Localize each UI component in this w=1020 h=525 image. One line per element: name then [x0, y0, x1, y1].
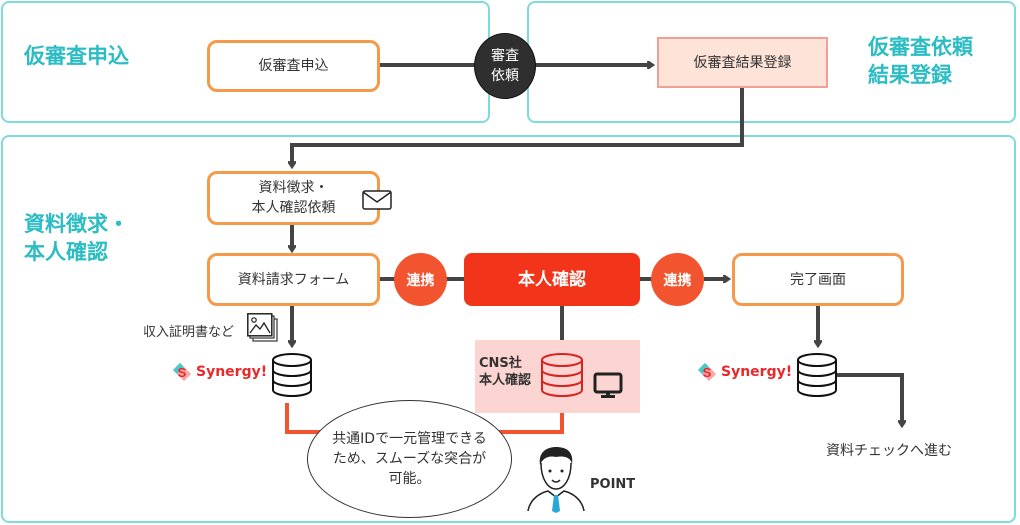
- section-title-line: 本人確認: [24, 240, 108, 264]
- point-bubble: 共通IDで一元管理できるため、スムーズな突合が可能。: [307, 400, 512, 518]
- person-icon: [527, 447, 585, 513]
- image-stack-icon: [247, 313, 278, 342]
- income-docs-label: 収入証明書など: [143, 325, 235, 340]
- section-title-line: 結果登録: [868, 63, 952, 87]
- doc-form-box: 資料請求フォーム: [207, 253, 380, 306]
- point-label: POINT: [590, 477, 636, 492]
- review-request-circle: 審査 依頼: [474, 33, 536, 99]
- synergy-text: Synergy!: [721, 364, 793, 380]
- database-icon: [797, 353, 837, 397]
- proceed-label: 資料チェックへ進む: [826, 443, 952, 459]
- doc-request-line: 資料徴求・: [258, 180, 329, 196]
- section-title-pre-result: 仮審査依頼 結果登録: [868, 33, 973, 89]
- synergy-text: Synergy!: [196, 364, 268, 380]
- cns-label: CNS社 本人確認: [479, 355, 531, 389]
- synergy-logo-left: S Synergy!: [172, 362, 267, 382]
- panel-documents: [1, 135, 1016, 523]
- database-icon: [272, 353, 312, 397]
- synergy-logo-icon: S: [172, 362, 192, 382]
- synergy-logo-right: S Synergy!: [697, 362, 792, 382]
- identity-check-box: 本人確認: [464, 253, 640, 306]
- section-title-line: 仮審査依頼: [868, 35, 973, 59]
- cns-label-line: 本人確認: [479, 373, 532, 388]
- section-title-documents: 資料徴求・ 本人確認: [24, 210, 129, 266]
- line-db-to-proceed: [836, 373, 902, 425]
- cns-database-icon: [541, 353, 583, 397]
- svg-text:S: S: [178, 365, 187, 380]
- section-title-line: 資料徴求・: [24, 212, 129, 236]
- section-title-pre-application: 仮審査申込: [24, 44, 129, 68]
- link-left-circle: 連携: [394, 253, 447, 306]
- pre-application-box: 仮審査申込: [207, 40, 380, 92]
- link-right-circle: 連携: [651, 253, 704, 306]
- doc-request-box: 資料徴求・ 本人確認依頼: [207, 171, 380, 225]
- cns-label-line: CNS社: [479, 356, 522, 371]
- review-request-line: 依頼: [491, 68, 519, 84]
- line-result-to-docrequest: [292, 88, 744, 166]
- svg-text:S: S: [703, 365, 712, 380]
- review-request-line: 審査: [491, 48, 519, 64]
- mail-icon: [362, 190, 392, 210]
- complete-screen-box: 完了画面: [732, 253, 904, 306]
- pre-result-box: 仮審査結果登録: [657, 37, 828, 88]
- monitor-icon: [593, 372, 623, 398]
- doc-request-line: 本人確認依頼: [251, 200, 336, 216]
- synergy-logo-icon: S: [697, 362, 717, 382]
